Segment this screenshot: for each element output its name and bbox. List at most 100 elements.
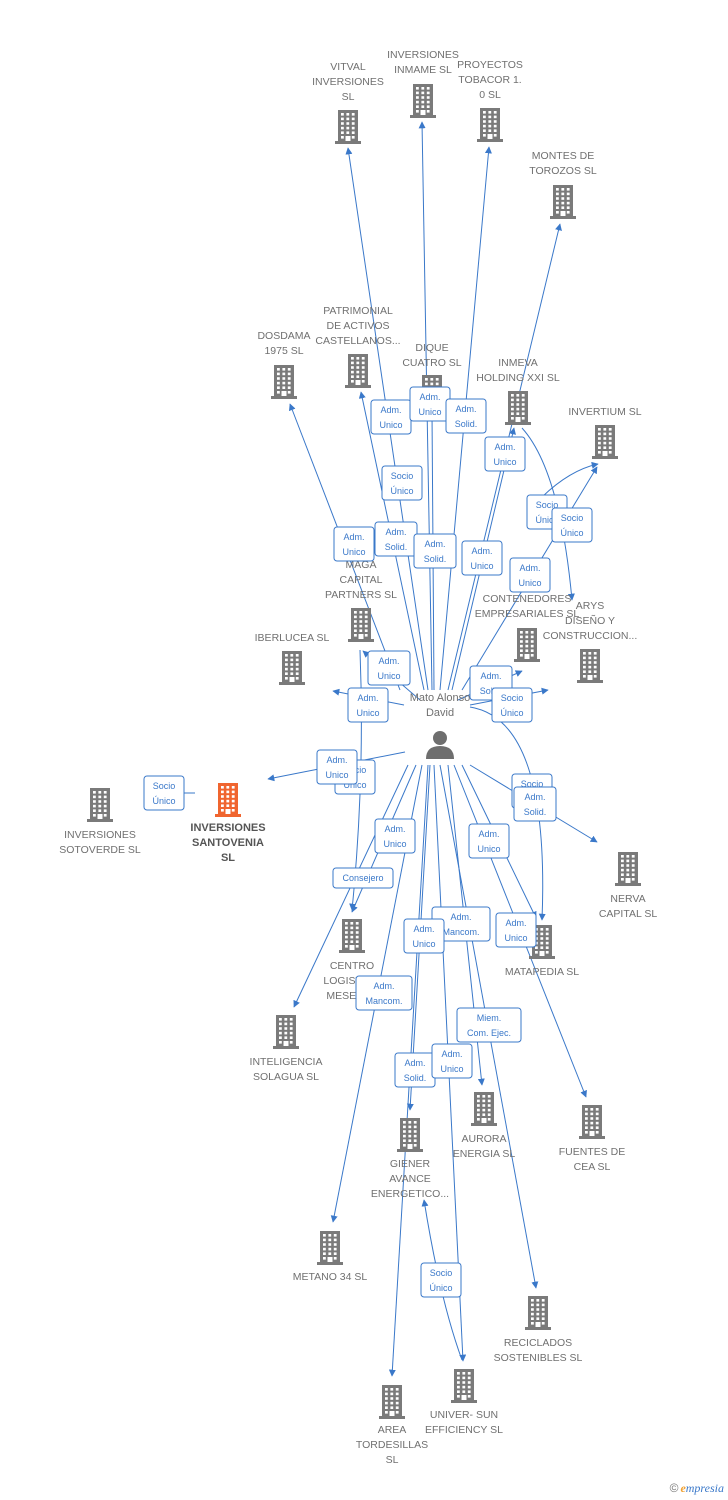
badge-text-b27-line-1: Adm. [505,918,526,928]
badge-text-b28-line-2: Mancom. [365,996,402,1006]
relation-badge-b03[interactable]: Adm.Solid. [445,398,487,434]
company-node-iberlucea[interactable]: IBERLUCEA SL [255,632,330,685]
company-label-giener-line-2: AVANCE [389,1173,431,1185]
person-name-line-1: Mato Alonso [410,692,471,704]
relation-curve-2 [541,461,599,498]
building-icon [317,1231,343,1265]
building-icon [87,788,113,822]
badge-text-b29-line-2: Com. Ejec. [467,1028,511,1038]
company-label-fuentes-line-1: FUENTES DE [559,1146,626,1158]
relation-badge-b01[interactable]: Adm.Unico [370,399,412,435]
badge-text-b16-line-1: Socio [501,693,524,703]
relation-badge-b09[interactable]: Adm.Solid. [374,521,418,557]
relation-curve-3 [469,706,546,921]
company-label-fuentes-line-2: CEA SL [574,1161,611,1173]
badge-text-b03-line-1: Adm. [455,404,476,414]
company-label-universun-line-2: EFFICIENCY SL [425,1424,503,1436]
relation-badge-b22[interactable]: Adm.Unico [374,818,416,854]
badge-text-b27-line-2: Unico [504,933,527,943]
relation-badge-b30[interactable]: Adm.Solid. [394,1052,436,1088]
company-label-area-line-1: AREA [378,1424,407,1436]
building-icon [477,108,503,142]
badge-text-b08-line-2: Unico [342,547,365,557]
company-label-nerva-line-1: NERVA [610,893,645,905]
company-label-reciclados-line-2: SOSTENIBLES SL [494,1352,583,1364]
relation-badge-b27[interactable]: Adm. Unico [495,912,537,948]
company-label-aurora-line-2: ENERGIA SL [453,1148,516,1160]
company-label-contenedores-line-1: CONTENEDORES [483,593,572,605]
building-icon [592,425,618,459]
badge-text-b10-line-1: Adm. [424,539,445,549]
company-label-patrimonial-line-1: PATRIMONIAL [323,305,393,317]
badge-text-b04-line-1: Adm. [494,442,515,452]
badge-text-b13-line-1: Adm. [378,656,399,666]
badge-text-b20-line-1: Socio [521,779,544,789]
company-label-santovenia-line-1: INVERSIONES [190,822,265,834]
building-icon [550,185,576,219]
badge-text-b05-line-1: Socio [391,471,414,481]
badge-text-b32-line-2: Único [429,1283,452,1293]
relation-badge-b23[interactable]: Adm.Unico [468,823,510,859]
company-label-matapedia-line-1: MATAPEDIA SL [505,966,579,978]
relation-badge-b08[interactable]: Adm.Unico [333,526,375,562]
relation-badge-b28[interactable]: Adm.Mancom. [355,975,413,1011]
relation-badge-b25[interactable]: Adm. Mancom. [431,906,491,942]
badge-text-b26-line-1: Adm. [413,924,434,934]
badge-text-b25-line-2: Mancom. [442,927,479,937]
relation-badge-b12[interactable]: Adm.Unico [509,557,551,593]
company-node-giener[interactable]: GIENERAVANCEENERGETICO... [371,1118,449,1200]
badge-text-b11-line-1: Adm. [471,546,492,556]
relation-badge-b11[interactable]: Adm.Unico [461,540,503,576]
relation-badge-b04[interactable]: Adm.Unico [484,436,526,472]
relation-badge-b14[interactable]: Adm.Unico [347,687,389,723]
company-node-fuentes[interactable]: FUENTES DE CEA SL [559,1105,626,1173]
badge-text-b07-line-2: Único [560,528,583,538]
relation-badge-b21[interactable]: Adm.Solid. [513,786,557,822]
badge-text-b23-line-2: Unico [477,844,500,854]
company-label-maga-line-3: PARTNERS SL [325,589,397,601]
relation-badge-b26[interactable]: Adm.Unico [403,918,445,954]
company-label-aurora-line-1: AURORA [462,1133,507,1145]
company-label-dique-line-1: DIQUE [415,342,448,354]
company-label-maga-line-1: MAGA [346,559,377,571]
badge-text-b25-line-1: Adm. [450,912,471,922]
badge-text-b31-line-1: Adm. [441,1049,462,1059]
relation-badge-b13[interactable]: Adm.Unico [367,650,411,686]
relation-badge-b02[interactable]: Adm.Unico [409,386,451,422]
company-node-aurora[interactable]: AURORA ENERGIA SL [453,1092,516,1160]
company-node-metano[interactable]: METANO 34 SL [293,1231,368,1283]
company-label-inmeva-line-1: INMEVA [498,357,537,369]
relation-badge-b31[interactable]: Adm.Unico [431,1043,473,1079]
relation-badge-b10[interactable]: Adm.Solid. [413,533,457,569]
relation-badge-b19[interactable]: Adm.Unico [316,749,358,785]
relation-badge-b29[interactable]: Miem.Com. Ejec. [456,1007,522,1043]
company-node-invertium[interactable]: INVERTIUM SL [568,406,642,459]
badge-text-b01-line-1: Adm. [380,405,401,415]
relation-badge-b24[interactable]: Consejero [332,867,394,889]
